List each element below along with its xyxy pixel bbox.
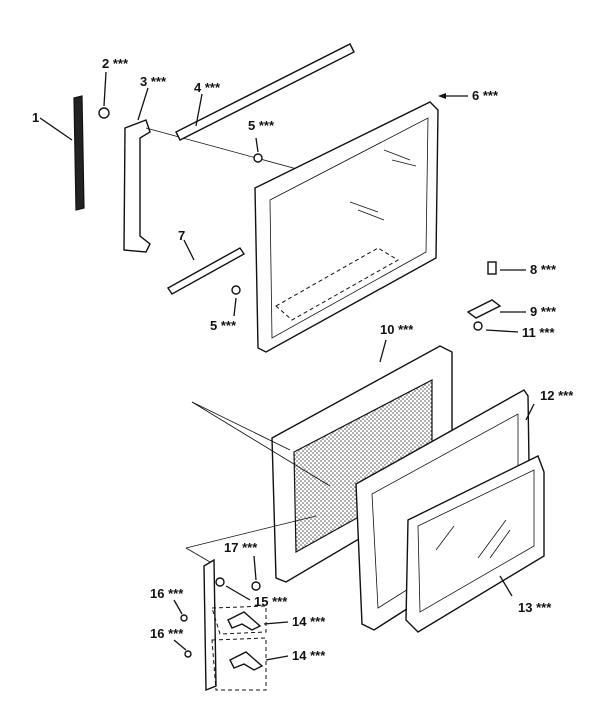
part-11-nut bbox=[473, 321, 519, 333]
latch-assembly bbox=[185, 515, 317, 692]
label-part-13: 13 *** bbox=[518, 600, 552, 615]
label-part-5-lower: 5 *** bbox=[210, 318, 237, 333]
part-15-spacer bbox=[215, 577, 251, 601]
label-part-11: 11 *** bbox=[522, 325, 555, 340]
label-part-10: 10 *** bbox=[380, 322, 414, 337]
label-part-12: 12 *** bbox=[540, 388, 574, 403]
label-part-1: 1 bbox=[32, 110, 39, 125]
part-13-glass-panel bbox=[405, 455, 545, 633]
label-part-8: 8 *** bbox=[530, 262, 557, 277]
label-part-17: 17 *** bbox=[224, 540, 258, 555]
part-17-screw bbox=[251, 555, 261, 591]
label-part-15: 15 *** bbox=[254, 594, 288, 609]
part-16-screw-upper bbox=[173, 599, 188, 622]
label-part-5-upper: 5 *** bbox=[248, 118, 275, 133]
part-1-side-trim bbox=[39, 95, 85, 211]
label-part-4: 4 *** bbox=[194, 80, 221, 95]
label-part-7: 7 bbox=[178, 228, 185, 243]
label-part-3: 3 *** bbox=[140, 74, 167, 89]
part-5-screw-upper bbox=[253, 137, 263, 163]
label-part-14-upper: 14 *** bbox=[292, 614, 326, 629]
part-5-screw-lower bbox=[231, 285, 241, 317]
part-4-top-trim bbox=[175, 43, 355, 141]
label-part-16-upper: 16 *** bbox=[150, 586, 184, 601]
part-14-latch-lower bbox=[229, 651, 289, 671]
part-3-handle bbox=[123, 87, 331, 253]
part-9-hinge-plate bbox=[466, 299, 526, 319]
label-part-9: 9 *** bbox=[530, 304, 557, 319]
part-14-latch-upper bbox=[227, 611, 289, 631]
label-part-16-lower: 16 *** bbox=[150, 626, 184, 641]
part-16-screw-lower bbox=[173, 639, 192, 658]
part-6-outer-frame bbox=[254, 93, 468, 353]
label-part-14-lower: 14 *** bbox=[292, 648, 326, 663]
label-part-2: 2 *** bbox=[102, 56, 129, 71]
part-8-bolt bbox=[487, 261, 526, 275]
part-2-screw bbox=[98, 71, 110, 119]
part-7-lower-trim bbox=[166, 239, 246, 295]
label-part-6: 6 *** bbox=[472, 88, 499, 103]
